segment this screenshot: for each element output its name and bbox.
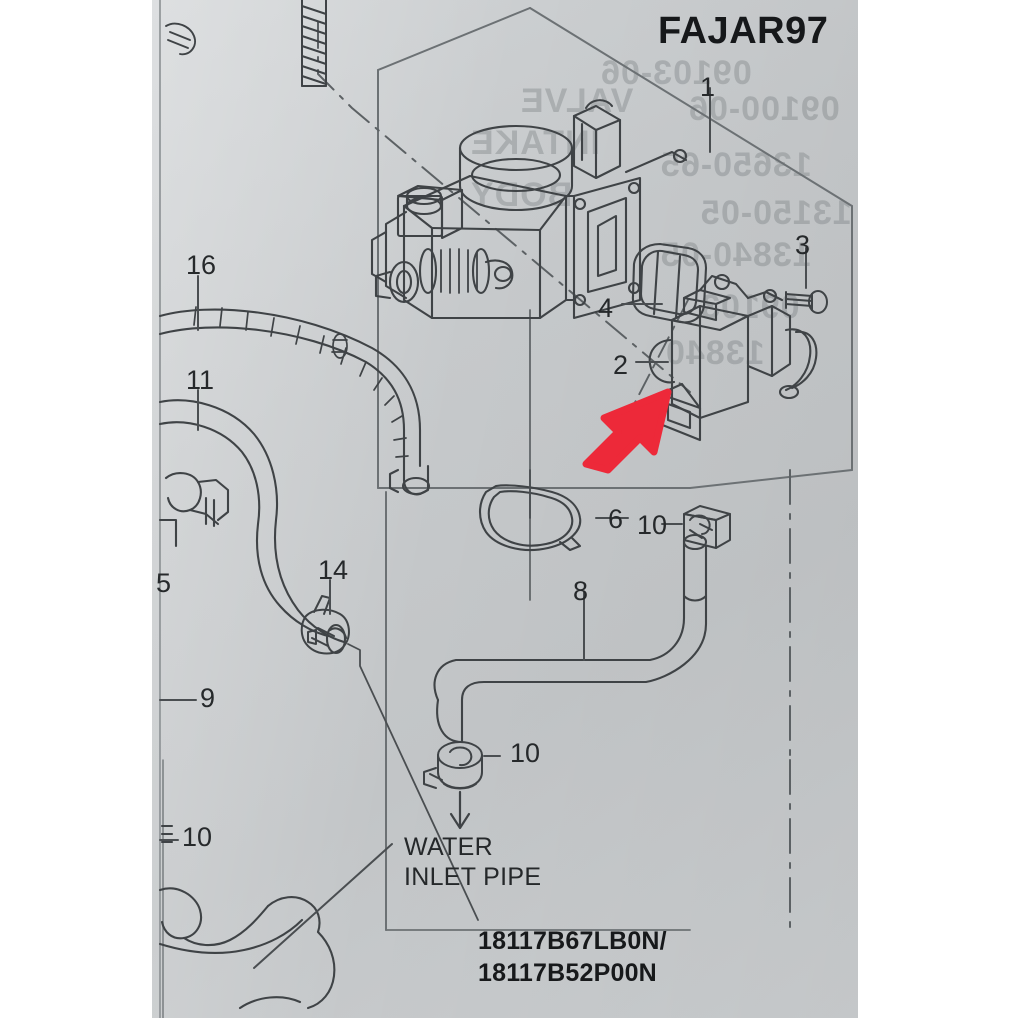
callout-number-10: 10 [182, 822, 213, 852]
callout-number-14: 14 [318, 555, 349, 585]
water-inlet-pipe-line1: WATER [404, 833, 493, 861]
callout-number-5: 5 [156, 568, 172, 598]
callout-number-16: 16 [186, 250, 217, 280]
callout-number-8: 8 [573, 576, 589, 606]
part-number-primary: 18117B67LB0N/ [478, 927, 667, 955]
water-inlet-pipe-label: WATER INLET PIPE [404, 832, 541, 892]
watermark-label: FAJAR97 [658, 10, 829, 52]
water-inlet-pipe-line2: INLET PIPE [404, 863, 542, 891]
callout-number-4: 4 [598, 293, 614, 323]
callout-number-10: 10 [637, 510, 668, 540]
callout-number-10: 10 [510, 738, 541, 768]
callout-number-1: 1 [700, 72, 716, 102]
callout-number-2: 2 [613, 350, 629, 380]
callout-number-11: 11 [186, 365, 215, 395]
callout-number-3: 3 [795, 230, 811, 260]
callout-number-6: 6 [608, 504, 624, 534]
part-number-secondary: 18117B52P00N [478, 958, 657, 987]
part-number-label: 18117B67LB0N/ 18117B52P00N [478, 926, 667, 989]
callout-number-9: 9 [200, 683, 216, 713]
